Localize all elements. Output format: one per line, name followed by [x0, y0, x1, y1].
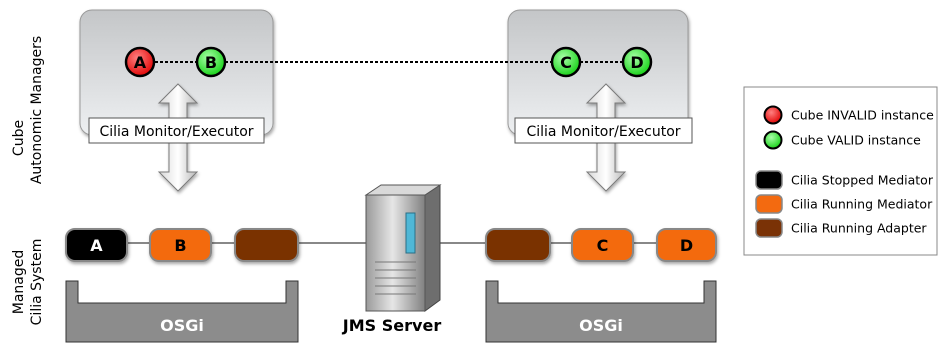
legend-running-label: Cilia Running Mediator	[791, 197, 933, 212]
osgi-tray-right	[485, 280, 717, 343]
side-label-managed-line2: Cilia System	[29, 239, 45, 326]
monitor-executor-label-right: Cilia Monitor/Executor	[526, 124, 680, 140]
mediator-d: D	[656, 228, 717, 262]
legend-invalid-label: Cube INVALID instance	[791, 108, 934, 123]
valid-instance-icon	[550, 46, 582, 78]
valid-instance-icon	[195, 46, 227, 78]
instance-c: C	[550, 46, 582, 78]
instance-b: B	[195, 46, 227, 78]
adapter-left	[234, 228, 299, 262]
monitor-executor-box-left	[88, 117, 265, 144]
stopped-mediator-box	[65, 228, 128, 262]
instance-a-letter: A	[134, 53, 147, 72]
side-label-cube-line1: Cube	[11, 120, 27, 156]
legend-running-swatch	[755, 194, 783, 214]
osgi-platform-left: OSGi	[65, 280, 299, 343]
instance-c-letter: C	[560, 53, 572, 72]
mediator-b: B	[149, 228, 212, 262]
instance-d: D	[621, 46, 653, 78]
jms-server: JMS Server	[342, 184, 442, 335]
side-label-cube-line2: Autonomic Managers	[29, 36, 45, 184]
osgi-platform-right: OSGi	[485, 280, 717, 343]
mediator-a: A	[65, 228, 128, 262]
osgi-label-right: OSGi	[579, 316, 623, 335]
instance-a: A	[124, 46, 156, 78]
instance-b-letter: B	[205, 53, 217, 72]
legend-valid-icon	[763, 130, 783, 150]
legend-stopped-swatch	[755, 170, 783, 190]
monitor-executor-box-right	[514, 117, 693, 144]
valid-instance-icon	[621, 46, 653, 78]
side-label-managed-line1: Managed	[11, 250, 27, 315]
legend-valid-label: Cube VALID instance	[791, 133, 921, 148]
osgi-label-left: OSGi	[160, 316, 204, 335]
instance-d-letter: D	[630, 53, 643, 72]
mediator-c: C	[571, 228, 634, 262]
running-mediator-box	[656, 228, 717, 262]
mediator-d-letter: D	[680, 236, 693, 255]
jms-server-label: JMS Server	[342, 316, 442, 335]
adapter-right	[485, 228, 551, 262]
server-icon	[364, 184, 442, 312]
legend-adapter-label: Cilia Running Adapter	[791, 221, 927, 236]
osgi-tray-left	[65, 280, 299, 343]
legend: Cube INVALID instance Cube VALID instanc…	[743, 86, 938, 256]
legend-adapter-swatch	[755, 218, 783, 238]
legend-stopped-label: Cilia Stopped Mediator	[791, 173, 934, 188]
mediator-b-letter: B	[174, 236, 186, 255]
running-adapter-box	[485, 228, 551, 262]
mediator-a-letter: A	[90, 236, 103, 255]
monitor-executor-label-left: Cilia Monitor/Executor	[99, 124, 253, 140]
side-label-cube: Cube Autonomic Managers	[11, 36, 45, 184]
mediator-c-letter: C	[597, 236, 609, 255]
side-label-managed: Managed Cilia System	[11, 239, 45, 326]
running-adapter-box	[234, 228, 299, 262]
legend-invalid-icon	[763, 105, 783, 125]
running-mediator-box	[149, 228, 212, 262]
running-mediator-box	[571, 228, 634, 262]
invalid-instance-icon	[124, 46, 156, 78]
